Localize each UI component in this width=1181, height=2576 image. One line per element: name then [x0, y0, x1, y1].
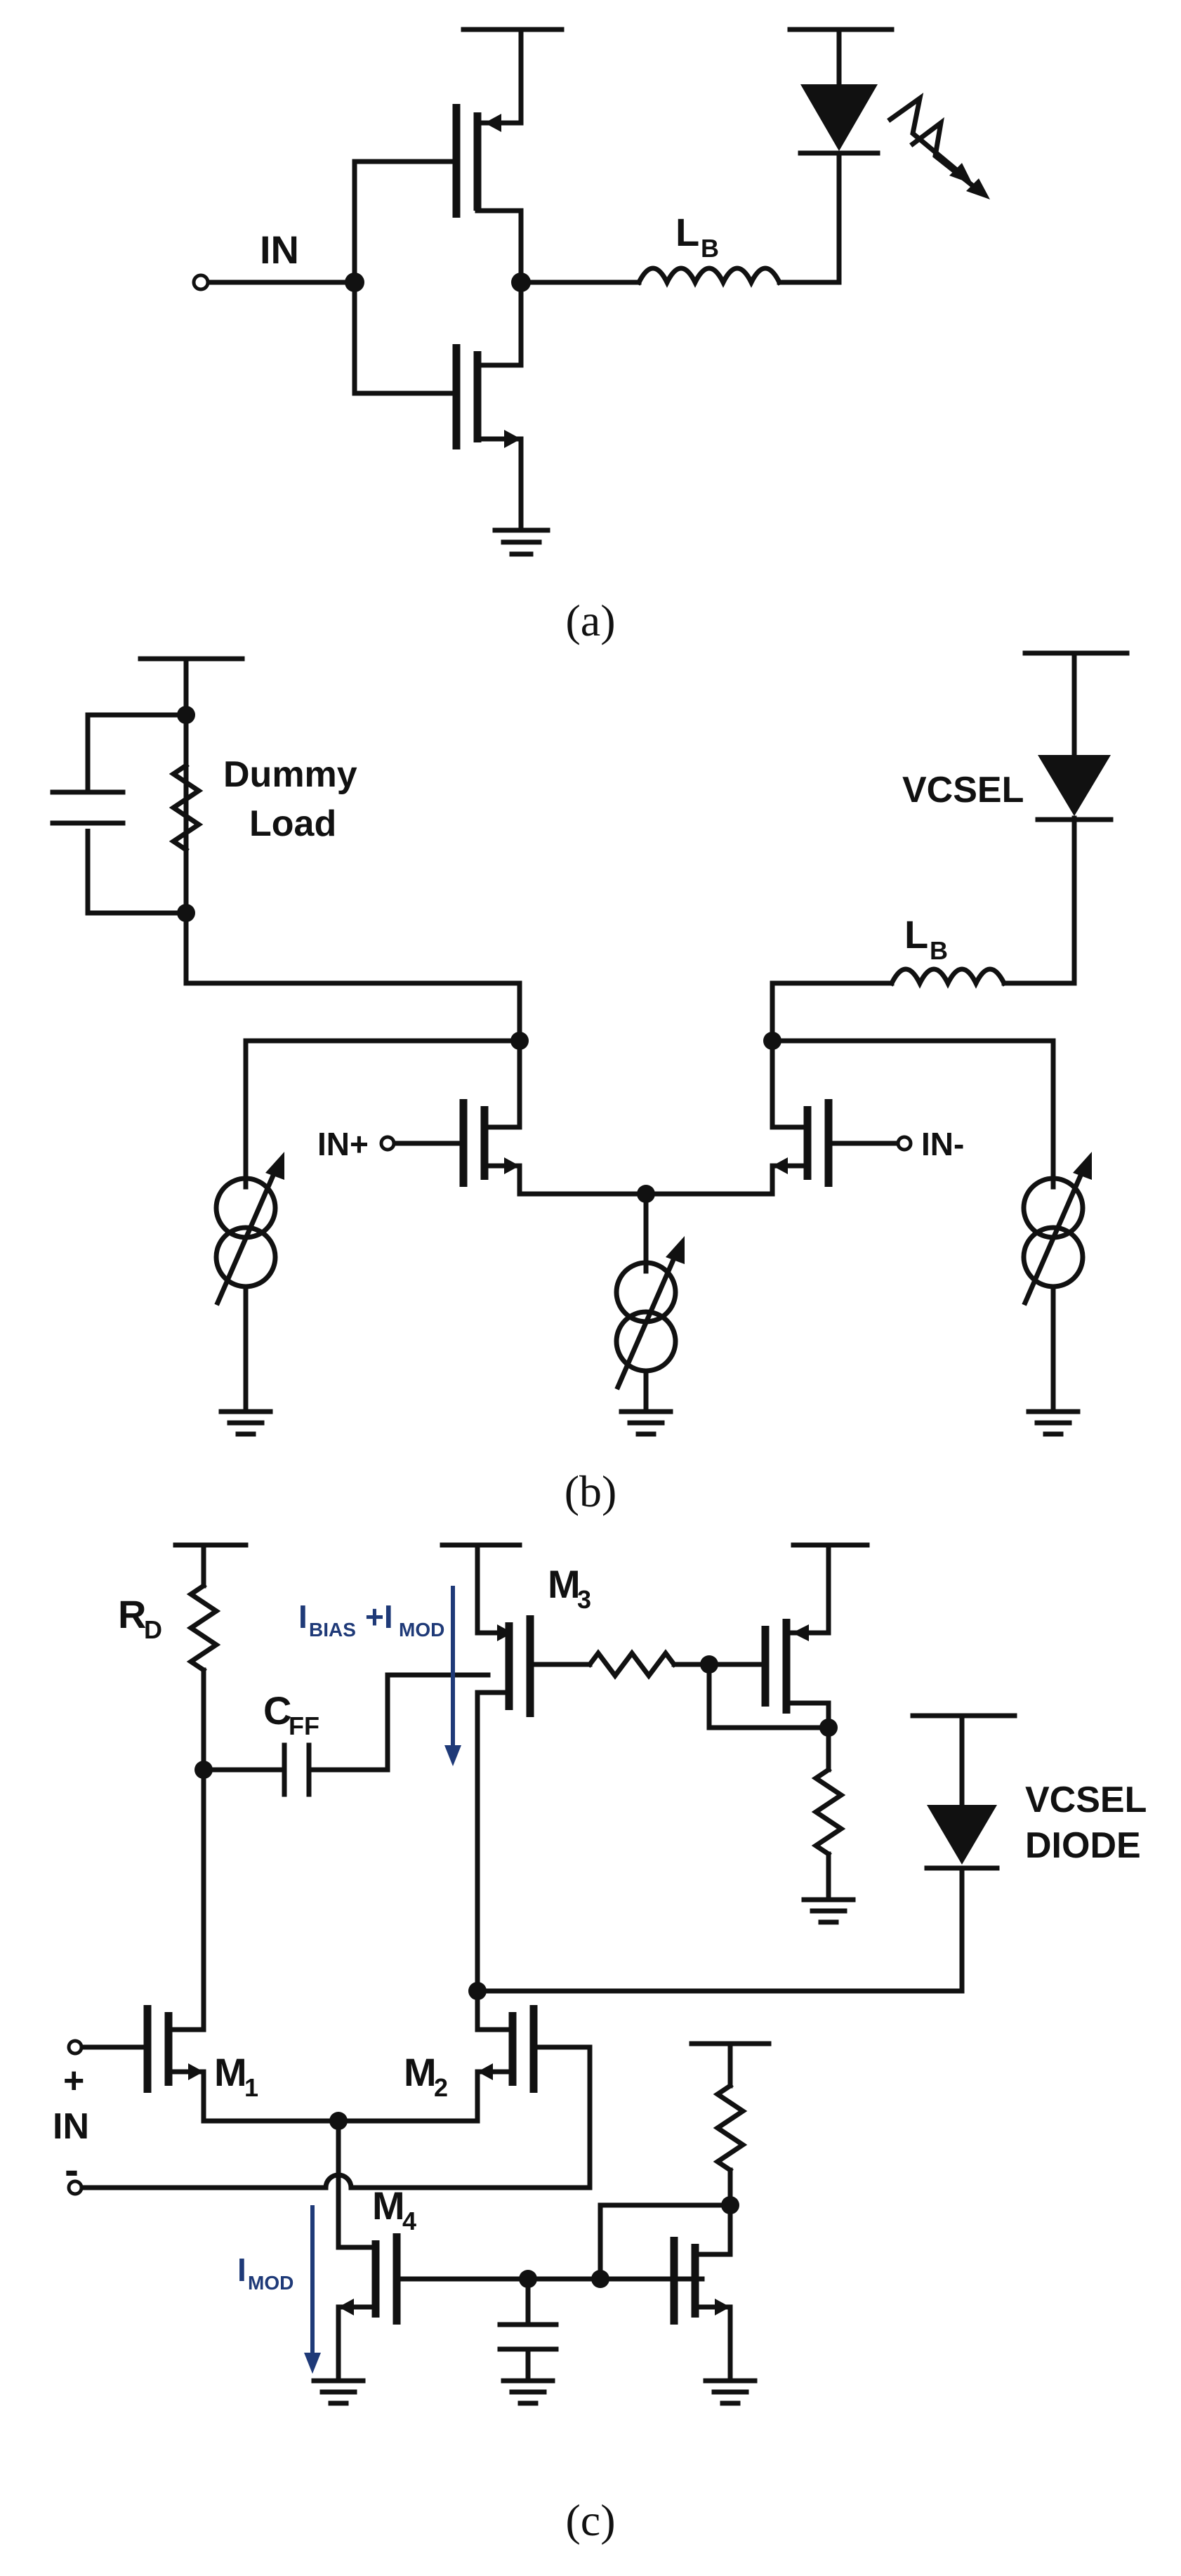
panel-a: IN L B (a) [192, 27, 990, 645]
caption-c: (c) [565, 2495, 615, 2545]
in-minus-terminal [896, 1135, 913, 1152]
label-in-c: IN [53, 2106, 89, 2147]
nmos-right-b [770, 1099, 833, 1187]
label-vcsel-b: VCSEL [902, 770, 1024, 810]
right-drain-wire-b [770, 980, 895, 1130]
ground-symbol-b2 [619, 1409, 673, 1437]
nmos-left-b [459, 1099, 522, 1187]
panel-c: R D C FF M 3 I BIAS +I MOD [53, 1542, 1147, 2545]
label-imod-sub: MOD [399, 1619, 444, 1641]
label-plus-c: + [63, 2061, 84, 2101]
resistor-rd [186, 1582, 221, 1674]
m3-source-wire [475, 1542, 510, 1636]
vcsel-diode-c [910, 1713, 1017, 1871]
capacitor-branch-b [85, 712, 189, 916]
label-ibias: I [298, 1598, 308, 1635]
input-node-a [345, 272, 364, 292]
label-rd: R [118, 1592, 146, 1636]
bias-drain-node [819, 1719, 838, 1737]
vcsel-diode-a [787, 27, 895, 156]
label-diode-c: DIODE [1025, 1825, 1141, 1866]
label-load: Load [249, 803, 336, 844]
label-cff: C [263, 1688, 291, 1733]
dummy-resistor [169, 762, 204, 853]
label-in-minus: IN- [921, 1126, 964, 1162]
label-m3-sub: 3 [577, 1585, 591, 1614]
m3-source-arrow [497, 1624, 513, 1641]
current-source-right [1021, 1152, 1092, 1306]
label-cff-sub: FF [289, 1711, 319, 1740]
left-drain-wire-b [183, 980, 522, 1130]
ground-symbol-b3 [1026, 1409, 1081, 1437]
label-inductor-a: L [675, 210, 699, 254]
label-in-a: IN [260, 228, 299, 272]
bias-diode-wire [706, 1662, 831, 1730]
caption-a: (a) [565, 596, 615, 645]
label-inductor-b: L [904, 912, 928, 957]
cff-right-wire [310, 1672, 491, 1773]
label-rd-sub: D [144, 1615, 162, 1644]
label-ibias-sub: BIAS [309, 1619, 356, 1641]
label-m1-sub: 1 [244, 2073, 258, 2102]
current-source-tail [614, 1236, 685, 1391]
ground-symbol-c2 [311, 2378, 366, 2406]
in-plus-terminal-c [67, 2039, 84, 2056]
in-plus-terminal [379, 1135, 396, 1152]
nmos-m1 [143, 2005, 206, 2093]
mirror-resistor [713, 2082, 748, 2174]
caption-b: (b) [565, 1466, 617, 1516]
label-m4-sub: 4 [402, 2207, 416, 2235]
ground-symbol-c3 [501, 2378, 555, 2406]
input-terminal-a [192, 273, 210, 291]
label-in-plus: IN+ [317, 1126, 369, 1162]
label-m1: M [214, 2050, 247, 2094]
ground-symbol-b1 [218, 1409, 273, 1437]
imod-arrowhead [304, 2353, 321, 2374]
label-vcsel-c: VCSEL [1025, 1780, 1147, 1820]
label-m2: M [404, 2050, 437, 2094]
m2-gate-wire [348, 2044, 593, 2190]
wire-to-vcsel-b [1001, 815, 1077, 986]
capacitor-b [50, 789, 126, 829]
panel-b: Dummy Load IN+ [50, 650, 1130, 1516]
gate-resistor-c [586, 1649, 678, 1680]
current-source-left [213, 1152, 284, 1306]
label-inductor-sub-b: B [930, 936, 948, 965]
pmos-m3 [505, 1615, 534, 1717]
m3-drain-wire [475, 1690, 512, 1994]
label-imod: I [237, 2252, 246, 2288]
vcsel-return-wire [475, 1865, 965, 1994]
nmos-m4 [336, 2233, 401, 2325]
nmos-transistor-a [452, 344, 524, 449]
light-emission-icon [887, 93, 990, 199]
nmos-mirror [670, 2237, 733, 2325]
pmos-source-wire-a [473, 27, 524, 126]
ground-symbol-c4 [703, 2378, 758, 2406]
label-imod2-sub: MOD [248, 2272, 293, 2294]
ground-symbol-a [492, 527, 550, 557]
gate-wire-a [352, 159, 459, 396]
wire-to-vcsel-a [777, 152, 842, 285]
mirror-diode-wire [598, 2202, 733, 2282]
label-dummy: Dummy [223, 754, 357, 795]
label-m4: M [372, 2183, 405, 2228]
vcsel-diode-b [1022, 650, 1130, 822]
label-inductor-sub-a: B [701, 234, 719, 263]
nmos-m2 [475, 2005, 538, 2093]
label-m3: M [548, 1562, 581, 1606]
label-m2-sub: 2 [434, 2073, 448, 2102]
ibias-arrowhead [444, 1745, 461, 1766]
bias-resistor-c [811, 1766, 846, 1858]
inductor-lb-a [635, 265, 783, 288]
label-plus-i: +I [365, 1598, 393, 1635]
pmos-bias-c [761, 1619, 831, 1714]
mirror-drain-node [721, 2196, 739, 2214]
in-minus-terminal-c [67, 2179, 84, 2196]
right-source-wire-b [770, 1038, 1056, 1190]
inductor-lb-b [888, 966, 1008, 989]
left-source-wire-b [243, 1038, 522, 1190]
ground-symbol-c1 [801, 1897, 856, 1925]
